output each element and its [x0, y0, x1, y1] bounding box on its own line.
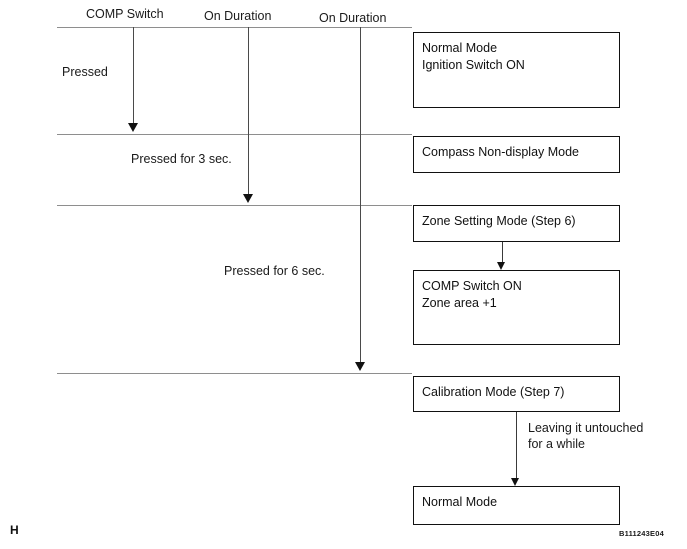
timeline-rule-normal-mode — [57, 27, 412, 28]
mode-box-line: Zone area +1 — [422, 295, 497, 310]
mode-box-line: Normal Mode — [422, 41, 498, 55]
mode-box-line: COMP Switch ON — [422, 279, 522, 293]
timeline-rule-compass-non-display — [57, 134, 412, 135]
mode-box-compass-non-display: Compass Non-display Mode — [413, 136, 620, 173]
timeline-rule-calibration — [57, 373, 412, 374]
connector-zone-to-comp-switch — [502, 242, 503, 262]
column-header-on-duration-2: On Duration — [319, 11, 387, 25]
mode-box-line: Compass Non-display Mode — [422, 145, 580, 159]
column-header-on-duration-1: On Duration — [204, 9, 272, 23]
mode-box-comp-switch-on: COMP Switch ON Zone area +1 — [413, 270, 620, 345]
connector-arrow-zone-to-comp-switch — [497, 262, 505, 270]
duration-line-pressed-6sec — [360, 27, 361, 362]
mode-box-line: Zone Setting Mode (Step 6) — [422, 214, 576, 228]
corner-letter-h: H — [10, 523, 19, 537]
connector-arrow-calibration-to-normal — [511, 478, 519, 486]
mode-box-line: Ignition Switch ON — [422, 57, 525, 72]
duration-line-pressed — [133, 27, 134, 123]
duration-label-pressed-6sec: Pressed for 6 sec. — [224, 264, 325, 278]
connector-note-leaving-untouched: Leaving it untouched for a while — [528, 420, 643, 452]
timeline-rule-zone-setting — [57, 205, 412, 206]
duration-arrow-pressed-3sec — [243, 194, 253, 203]
mode-box-calibration: Calibration Mode (Step 7) — [413, 376, 620, 412]
connector-calibration-to-normal — [516, 412, 517, 478]
duration-arrow-pressed-6sec — [355, 362, 365, 371]
column-header-comp-switch: COMP Switch — [86, 7, 164, 21]
mode-box-zone-setting: Zone Setting Mode (Step 6) — [413, 205, 620, 242]
duration-arrow-pressed — [128, 123, 138, 132]
connector-note-line-1: Leaving it untouched — [528, 421, 644, 435]
figure-code: B111243E04 — [619, 529, 664, 538]
mode-box-normal-mode-ignition: Normal Mode Ignition Switch ON — [413, 32, 620, 108]
duration-label-pressed-3sec: Pressed for 3 sec. — [131, 152, 232, 166]
connector-note-line-2: for a while — [528, 437, 585, 451]
mode-box-normal-mode-final: Normal Mode — [413, 486, 620, 525]
duration-label-pressed: Pressed — [62, 65, 108, 79]
mode-box-line: Normal Mode — [422, 495, 498, 509]
mode-box-line: Calibration Mode (Step 7) — [422, 385, 565, 399]
duration-line-pressed-3sec — [248, 27, 249, 194]
